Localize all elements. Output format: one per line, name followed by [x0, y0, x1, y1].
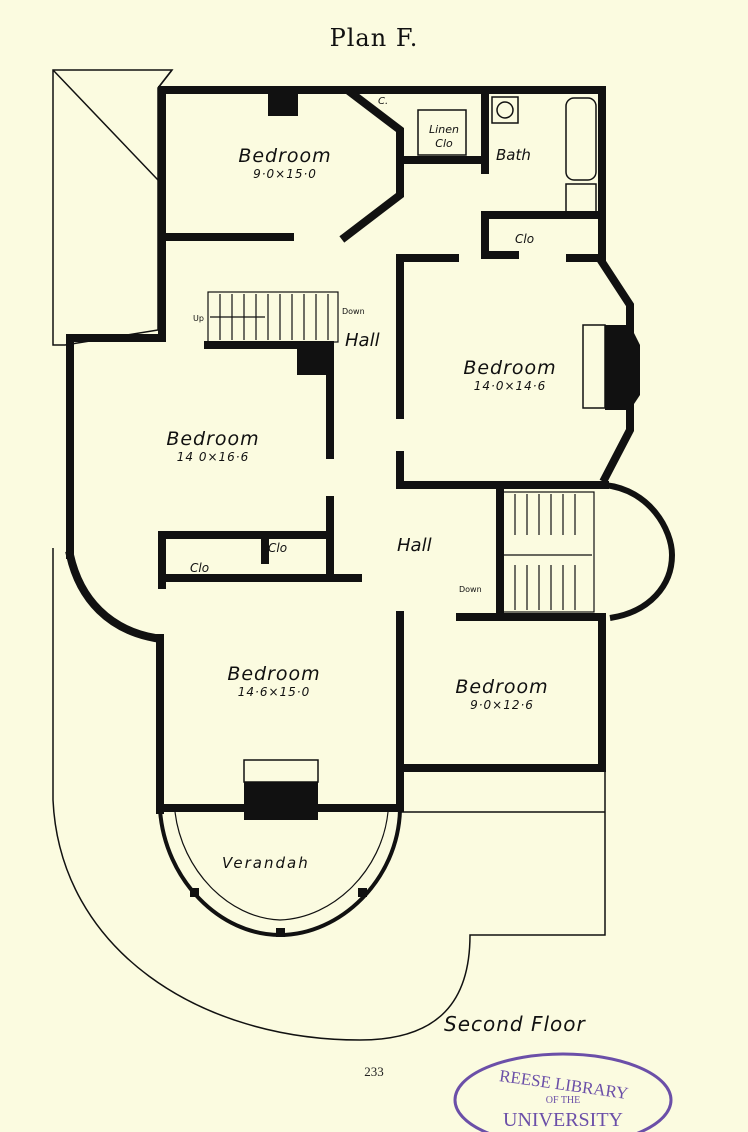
label-linen-clo: Linen Clo: [429, 123, 459, 150]
page-number: 233: [364, 1064, 384, 1079]
label-stair-down-upper: Down: [342, 307, 365, 316]
fireplace-hearths: [243, 324, 606, 783]
label-bath: Bath: [496, 146, 531, 164]
porch-roof-outline: [52, 548, 606, 1041]
label-stair-down-lower: Down: [459, 585, 482, 594]
chimneys: [244, 92, 640, 820]
room-name: Bedroom: [463, 357, 557, 379]
walls: [65, 86, 634, 814]
room-bedroom-5: Bedroom 9·0×12·6: [442, 676, 562, 712]
room-dims: 14 0×16·6: [176, 450, 250, 464]
plan-title: Plan F.: [329, 24, 419, 52]
stamp-line-2: OF THE: [546, 1095, 581, 1106]
label-hall-upper: Hall: [345, 330, 380, 351]
bath-fixtures: [417, 96, 597, 213]
room-name: Bedroom: [455, 676, 549, 698]
label-clo-low: Clo: [190, 561, 210, 575]
room-bedroom-2: Bedroom 14·0×14·6: [450, 357, 570, 393]
room-dims: 9·0×15·0: [253, 167, 317, 181]
room-name: Bedroom: [238, 145, 332, 167]
room-dims: 9·0×12·6: [470, 698, 534, 712]
room-bedroom-3: Bedroom 14 0×16·6: [148, 428, 278, 464]
stamp-line-3: UNIVERSITY: [503, 1109, 623, 1131]
room-bedroom-4: Bedroom 14·6×15·0: [214, 663, 334, 699]
verandah-posts: [190, 888, 367, 937]
label-stair-up: Up: [193, 314, 204, 323]
floor-caption: Second Floor: [444, 1012, 586, 1036]
room-name: Bedroom: [166, 428, 260, 450]
label-clo-top: Clo: [515, 232, 535, 246]
room-bedroom-1: Bedroom 9·0×15·0: [225, 145, 345, 181]
roof-outline: [52, 69, 174, 346]
label-clo-mid: Clo: [268, 541, 288, 555]
room-dims: 14·0×14·6: [473, 379, 547, 393]
label-hall-lower: Hall: [397, 535, 432, 556]
stairs-lower: [501, 491, 595, 613]
room-name: Bedroom: [227, 663, 321, 685]
label-verandah: Verandah: [222, 854, 310, 872]
stairs-upper: [207, 291, 339, 343]
room-dims: 14·6×15·0: [237, 685, 311, 699]
stair-turret: [604, 482, 676, 621]
label-closet-c: C.: [378, 96, 389, 107]
verandah-inner-arc: [174, 811, 389, 921]
